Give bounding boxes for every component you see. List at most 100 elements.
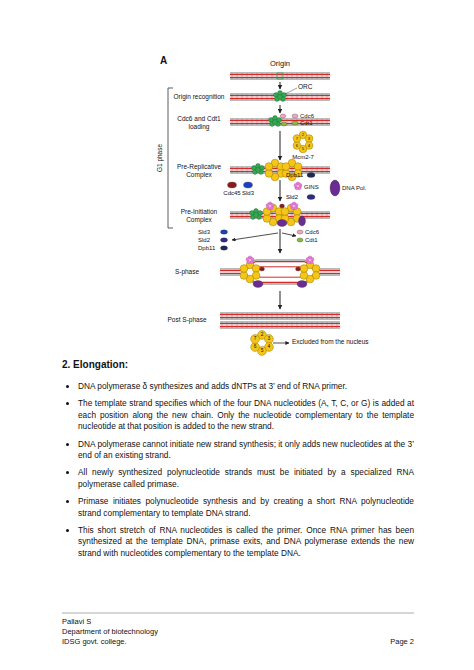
base-pair bbox=[307, 313, 308, 319]
base-pair bbox=[317, 94, 318, 100]
dpb11-protein bbox=[221, 246, 228, 250]
base-pair bbox=[307, 212, 308, 218]
leader-line bbox=[285, 88, 297, 94]
base-pair bbox=[297, 313, 298, 319]
mcm-subunit bbox=[300, 272, 308, 280]
base-pair bbox=[232, 167, 233, 173]
base-pair bbox=[327, 322, 328, 328]
stage-band: Origin bbox=[230, 71, 330, 81]
stage-label-group: Post S-phase bbox=[158, 316, 216, 324]
base-pair bbox=[267, 94, 268, 100]
base-pair bbox=[297, 73, 298, 79]
subunit-number: 2 bbox=[261, 333, 264, 338]
mcm-ring bbox=[251, 331, 274, 356]
bullet-list: DNA polymerase δ synthesizes and adds dN… bbox=[64, 381, 414, 565]
base-pair bbox=[267, 73, 268, 79]
cdc6-protein bbox=[292, 114, 298, 118]
protein-name: Cdc6 bbox=[300, 113, 314, 119]
base-pair bbox=[317, 119, 318, 125]
base-pair bbox=[247, 73, 248, 79]
base-pair bbox=[252, 322, 253, 328]
base-pair bbox=[302, 73, 303, 79]
mcm-ring bbox=[300, 261, 320, 283]
cdt1-protein bbox=[281, 122, 287, 126]
base-pair bbox=[312, 313, 313, 319]
stage-label: Pre-Initiation Complex bbox=[172, 208, 226, 223]
release-arrow bbox=[282, 233, 296, 236]
mcm-subunit bbox=[251, 335, 260, 344]
base-pair bbox=[247, 94, 248, 100]
base-pair bbox=[257, 322, 258, 328]
base-pair bbox=[297, 94, 298, 100]
mcm-subunit bbox=[282, 163, 290, 171]
bullet-point: The template strand specifies which of t… bbox=[78, 398, 414, 432]
gins-complex bbox=[246, 256, 254, 264]
subunit-number: 4 bbox=[308, 143, 310, 147]
base-pair bbox=[242, 322, 243, 328]
subunit-number: 7 bbox=[254, 337, 257, 342]
base-pair bbox=[262, 119, 263, 125]
protein-name: DNA Pol. bbox=[342, 185, 366, 191]
protein-name: Cdc6 bbox=[305, 229, 319, 235]
base-pair bbox=[272, 313, 273, 319]
bullet-point: This short stretch of RNA nucleotides is… bbox=[78, 525, 414, 559]
base-pair bbox=[247, 119, 248, 125]
stage-band: Cdc6 and Cdt1 loading bbox=[230, 114, 330, 130]
dna-polymerase bbox=[330, 180, 340, 196]
bullet-point: All newly synthesized polynucleotide str… bbox=[78, 467, 414, 490]
base-pair bbox=[237, 94, 238, 100]
orc-complex bbox=[252, 164, 265, 175]
gins-core bbox=[293, 205, 295, 207]
base-pair bbox=[287, 313, 288, 319]
stage-label: Cdc6 and Cdt1 loading bbox=[172, 115, 226, 130]
dna-duplex bbox=[220, 322, 340, 328]
subunit-number: 7 bbox=[296, 136, 298, 140]
base-pair bbox=[227, 313, 228, 319]
base-pair bbox=[302, 313, 303, 319]
base-pair bbox=[237, 322, 238, 328]
base-pair bbox=[247, 167, 248, 173]
base-pair bbox=[332, 313, 333, 319]
mcm-subunit bbox=[305, 135, 313, 143]
dna-strand bbox=[220, 275, 340, 284]
dna-strand bbox=[220, 314, 340, 315]
section-heading: 2. Elongation: bbox=[62, 360, 128, 370]
panel-letter: A bbox=[160, 56, 167, 66]
base-pair bbox=[252, 73, 253, 79]
mcm-subunit bbox=[294, 163, 302, 171]
mcm-subunit bbox=[240, 265, 248, 273]
base-pair bbox=[232, 119, 233, 125]
subunit-number: 5 bbox=[261, 349, 264, 354]
base-pair bbox=[327, 313, 328, 319]
dna-strand bbox=[220, 323, 340, 324]
base-pair bbox=[237, 212, 238, 218]
stage-label-group: Pre-Replicative Complex bbox=[172, 163, 226, 178]
subunit-number: 6 bbox=[296, 143, 298, 147]
mcm-subunit bbox=[293, 135, 301, 143]
base-pair bbox=[312, 73, 313, 79]
base-pair bbox=[312, 322, 313, 328]
base-pair bbox=[302, 322, 303, 328]
footer-rule bbox=[62, 613, 414, 614]
flow-arrow bbox=[280, 291, 281, 309]
base-pair bbox=[317, 212, 318, 218]
base-pair bbox=[317, 167, 318, 173]
base-pair bbox=[232, 322, 233, 328]
dna-strand bbox=[220, 313, 340, 314]
dna-strand bbox=[220, 328, 340, 329]
base-pair bbox=[322, 322, 323, 328]
subunit-number: 3 bbox=[308, 136, 310, 140]
footer-text: Pallavi S bbox=[62, 618, 91, 626]
subunit-number: 2 bbox=[302, 133, 304, 137]
phase-label: G1 phase bbox=[157, 144, 164, 172]
sld2-protein bbox=[307, 195, 315, 200]
stage-label: Origin recognition bbox=[172, 93, 226, 101]
phase-bracket bbox=[168, 88, 173, 228]
base-pair bbox=[307, 322, 308, 328]
base-pair bbox=[292, 73, 293, 79]
protein-name: Sld2 bbox=[198, 237, 210, 243]
base-pair bbox=[312, 212, 313, 218]
mcm-subunit bbox=[265, 163, 273, 171]
flow-arrow bbox=[280, 131, 281, 160]
